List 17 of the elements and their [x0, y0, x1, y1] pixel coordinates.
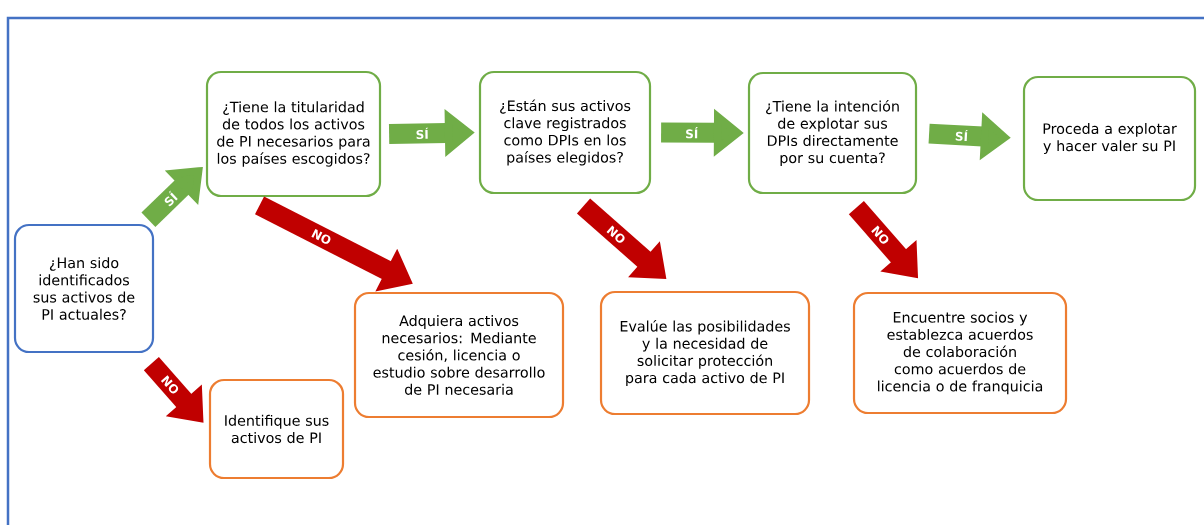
question-box: ¿Han sido identificados sus activos de PI actuales? [13, 223, 155, 354]
action-box: Adquiera activos necesarios: Mediante cesión, licencia o estudio sobre desarrollo de PI necesaria [353, 291, 565, 419]
edge-label: NO [309, 226, 334, 247]
question-box: ¿Tiene la intención de explotar sus DPIs directamente por su cuenta? [747, 71, 918, 195]
action-box: Encuentre socios y establezca acuerdos de colaboración como acuerdos de licencia o de franquicia [852, 291, 1068, 415]
edge-label: NO [158, 372, 182, 397]
edge-label: NO [604, 223, 629, 247]
question-box: ¿Están sus activos clave registrados como DPIs en los países elegidos? [478, 70, 652, 195]
edge-label: NO [868, 223, 892, 248]
block-arrow [143, 357, 204, 423]
edge-label: SÍ [160, 188, 181, 209]
action-box: Identifique sus activos de PI [208, 378, 345, 480]
action-box: Evalúe las posibilidades y la necesidad de solicitar protección para cada activo de PI [599, 290, 811, 416]
edge-label: SÍ [953, 128, 970, 143]
edge-label: SÍ [684, 126, 700, 140]
action-box: Proceda a explotar y hacer valer su PI [1022, 75, 1197, 202]
question-box: ¿Tiene la titularidad de todos los activos de PI necesarios para los países escogidos? [205, 70, 382, 198]
